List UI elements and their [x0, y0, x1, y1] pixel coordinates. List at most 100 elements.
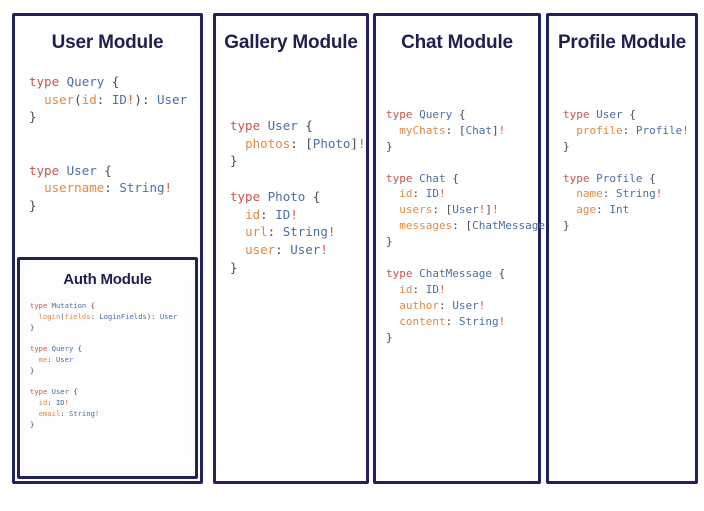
- code-line: id: ID!: [386, 282, 538, 298]
- code-token-field: user: [44, 91, 75, 107]
- code-line: messages: [ChatMessage]!: [386, 218, 558, 234]
- code-line: login(fields: LoginFields): User: [30, 312, 195, 323]
- module-card-user[interactable]: User Module type Query { user(id: ID!): …: [12, 13, 203, 484]
- code-line: age: Int: [563, 202, 695, 218]
- code-token-punct: :: [622, 123, 636, 137]
- code-token-punct: [230, 136, 245, 151]
- code-token-name: ID: [275, 206, 291, 222]
- code-token-kw: type: [386, 171, 420, 185]
- code-token-bang: !: [327, 224, 336, 240]
- code-token-punct: [386, 299, 399, 312]
- code-line: type User {: [230, 117, 366, 135]
- code-line: type User {: [29, 162, 200, 180]
- code-token-name: Query: [419, 107, 453, 121]
- module-title-auth: Auth Module: [63, 271, 152, 288]
- code-line: [230, 170, 366, 188]
- code-token-punct: :: [602, 187, 616, 201]
- code-token-name: Query: [51, 344, 74, 354]
- code-token-punct: : [: [452, 219, 473, 233]
- code-token-name: Photo: [267, 188, 306, 204]
- code-token-name: User: [157, 91, 188, 107]
- code-token-punct: [30, 312, 39, 321]
- code-line: id: ID!: [30, 398, 195, 409]
- code-token-name: User: [51, 387, 69, 397]
- code-line: myChats: [Chat]!: [386, 123, 538, 139]
- code-token-name: ChatMessage: [472, 219, 545, 233]
- code-line: type Mutation {: [30, 301, 195, 312]
- code-token-bang: !: [498, 314, 506, 328]
- code-token-punct: {: [642, 171, 656, 185]
- code-token-punct: [29, 180, 44, 195]
- code-line: type User {: [30, 387, 195, 398]
- code-token-punct: :: [267, 224, 283, 240]
- code-token-punct: }: [386, 139, 393, 153]
- code-token-kw: type: [563, 107, 597, 121]
- code-token-field: photos: [245, 135, 291, 151]
- code-token-punct: }: [230, 153, 238, 169]
- code-line: }: [230, 152, 366, 170]
- code-token-punct: : [: [290, 135, 313, 151]
- code-token-punct: [563, 187, 576, 200]
- code-token-field: id: [399, 283, 413, 297]
- code-token-punct: ]: [350, 135, 358, 151]
- code-token-punct: :: [90, 311, 100, 321]
- module-card-profile[interactable]: Profile Module type User { profile: Prof…: [546, 13, 698, 484]
- code-line: [386, 155, 538, 171]
- code-line: [30, 377, 195, 388]
- code-token-punct: {: [104, 73, 120, 89]
- code-line: type Query {: [30, 344, 195, 355]
- code-line: id: ID!: [386, 186, 538, 202]
- module-card-gallery[interactable]: Gallery Module type User { photos: [Phot…: [213, 13, 369, 484]
- code-token-field: fields: [64, 311, 91, 321]
- code-token-bang: !: [492, 203, 499, 217]
- schema-code-auth: type Mutation { login(fields: LoginField…: [30, 301, 195, 431]
- code-token-punct: }: [30, 419, 35, 429]
- code-token-field: content: [399, 314, 446, 328]
- module-card-auth[interactable]: Auth Module type Mutation { login(fields…: [17, 257, 198, 479]
- code-token-name: ID: [425, 187, 439, 201]
- code-token-punct: [386, 187, 399, 200]
- code-token-punct: {: [622, 107, 636, 121]
- code-token-name: LoginFields: [99, 311, 147, 321]
- code-token-bang: !: [439, 283, 446, 297]
- code-line: type Profile {: [563, 171, 695, 187]
- code-token-name: Chat: [419, 171, 446, 185]
- code-line: }: [230, 259, 366, 277]
- code-token-field: myChats: [399, 123, 446, 137]
- code-token-punct: [386, 203, 399, 216]
- code-token-punct: (: [74, 91, 82, 107]
- code-line: photos: [Photo]!: [230, 135, 366, 153]
- code-line: [29, 126, 200, 144]
- code-token-bang: !: [682, 123, 689, 137]
- code-line: type ChatMessage {: [386, 266, 538, 282]
- module-title-gallery: Gallery Module: [224, 32, 358, 53]
- code-token-kw: type: [30, 344, 52, 354]
- code-token-punct: }: [386, 330, 393, 344]
- code-token-field: user: [245, 242, 276, 258]
- schema-code-profile: type User { profile: Profile!} type Prof…: [563, 107, 695, 235]
- code-token-kw: type: [30, 387, 52, 397]
- code-token-bang: !: [478, 203, 486, 217]
- code-token-name: Query: [66, 73, 105, 89]
- code-token-punct: :: [445, 314, 459, 328]
- code-token-bang: !: [655, 187, 663, 201]
- code-token-punct: [230, 224, 245, 239]
- code-line: }: [563, 139, 695, 155]
- code-token-name: ID: [111, 91, 127, 107]
- code-token-field: id: [38, 398, 48, 408]
- code-token-punct: }: [563, 219, 570, 233]
- code-line: [563, 155, 695, 171]
- code-token-name: Profile: [596, 171, 643, 185]
- code-token-name: User: [159, 311, 178, 321]
- code-line: [386, 250, 538, 266]
- code-line: name: String!: [563, 186, 695, 202]
- code-token-field: me: [38, 354, 48, 364]
- code-token-punct: (: [60, 311, 65, 321]
- code-token-field: author: [399, 299, 439, 313]
- code-token-field: login: [38, 311, 61, 321]
- code-token-punct: {: [445, 171, 459, 185]
- module-card-chat[interactable]: Chat Module type Query { myChats: [Chat]…: [373, 13, 558, 484]
- code-token-kw: type: [29, 73, 67, 89]
- code-token-bang: !: [320, 242, 328, 258]
- code-token-punct: :: [412, 187, 426, 201]
